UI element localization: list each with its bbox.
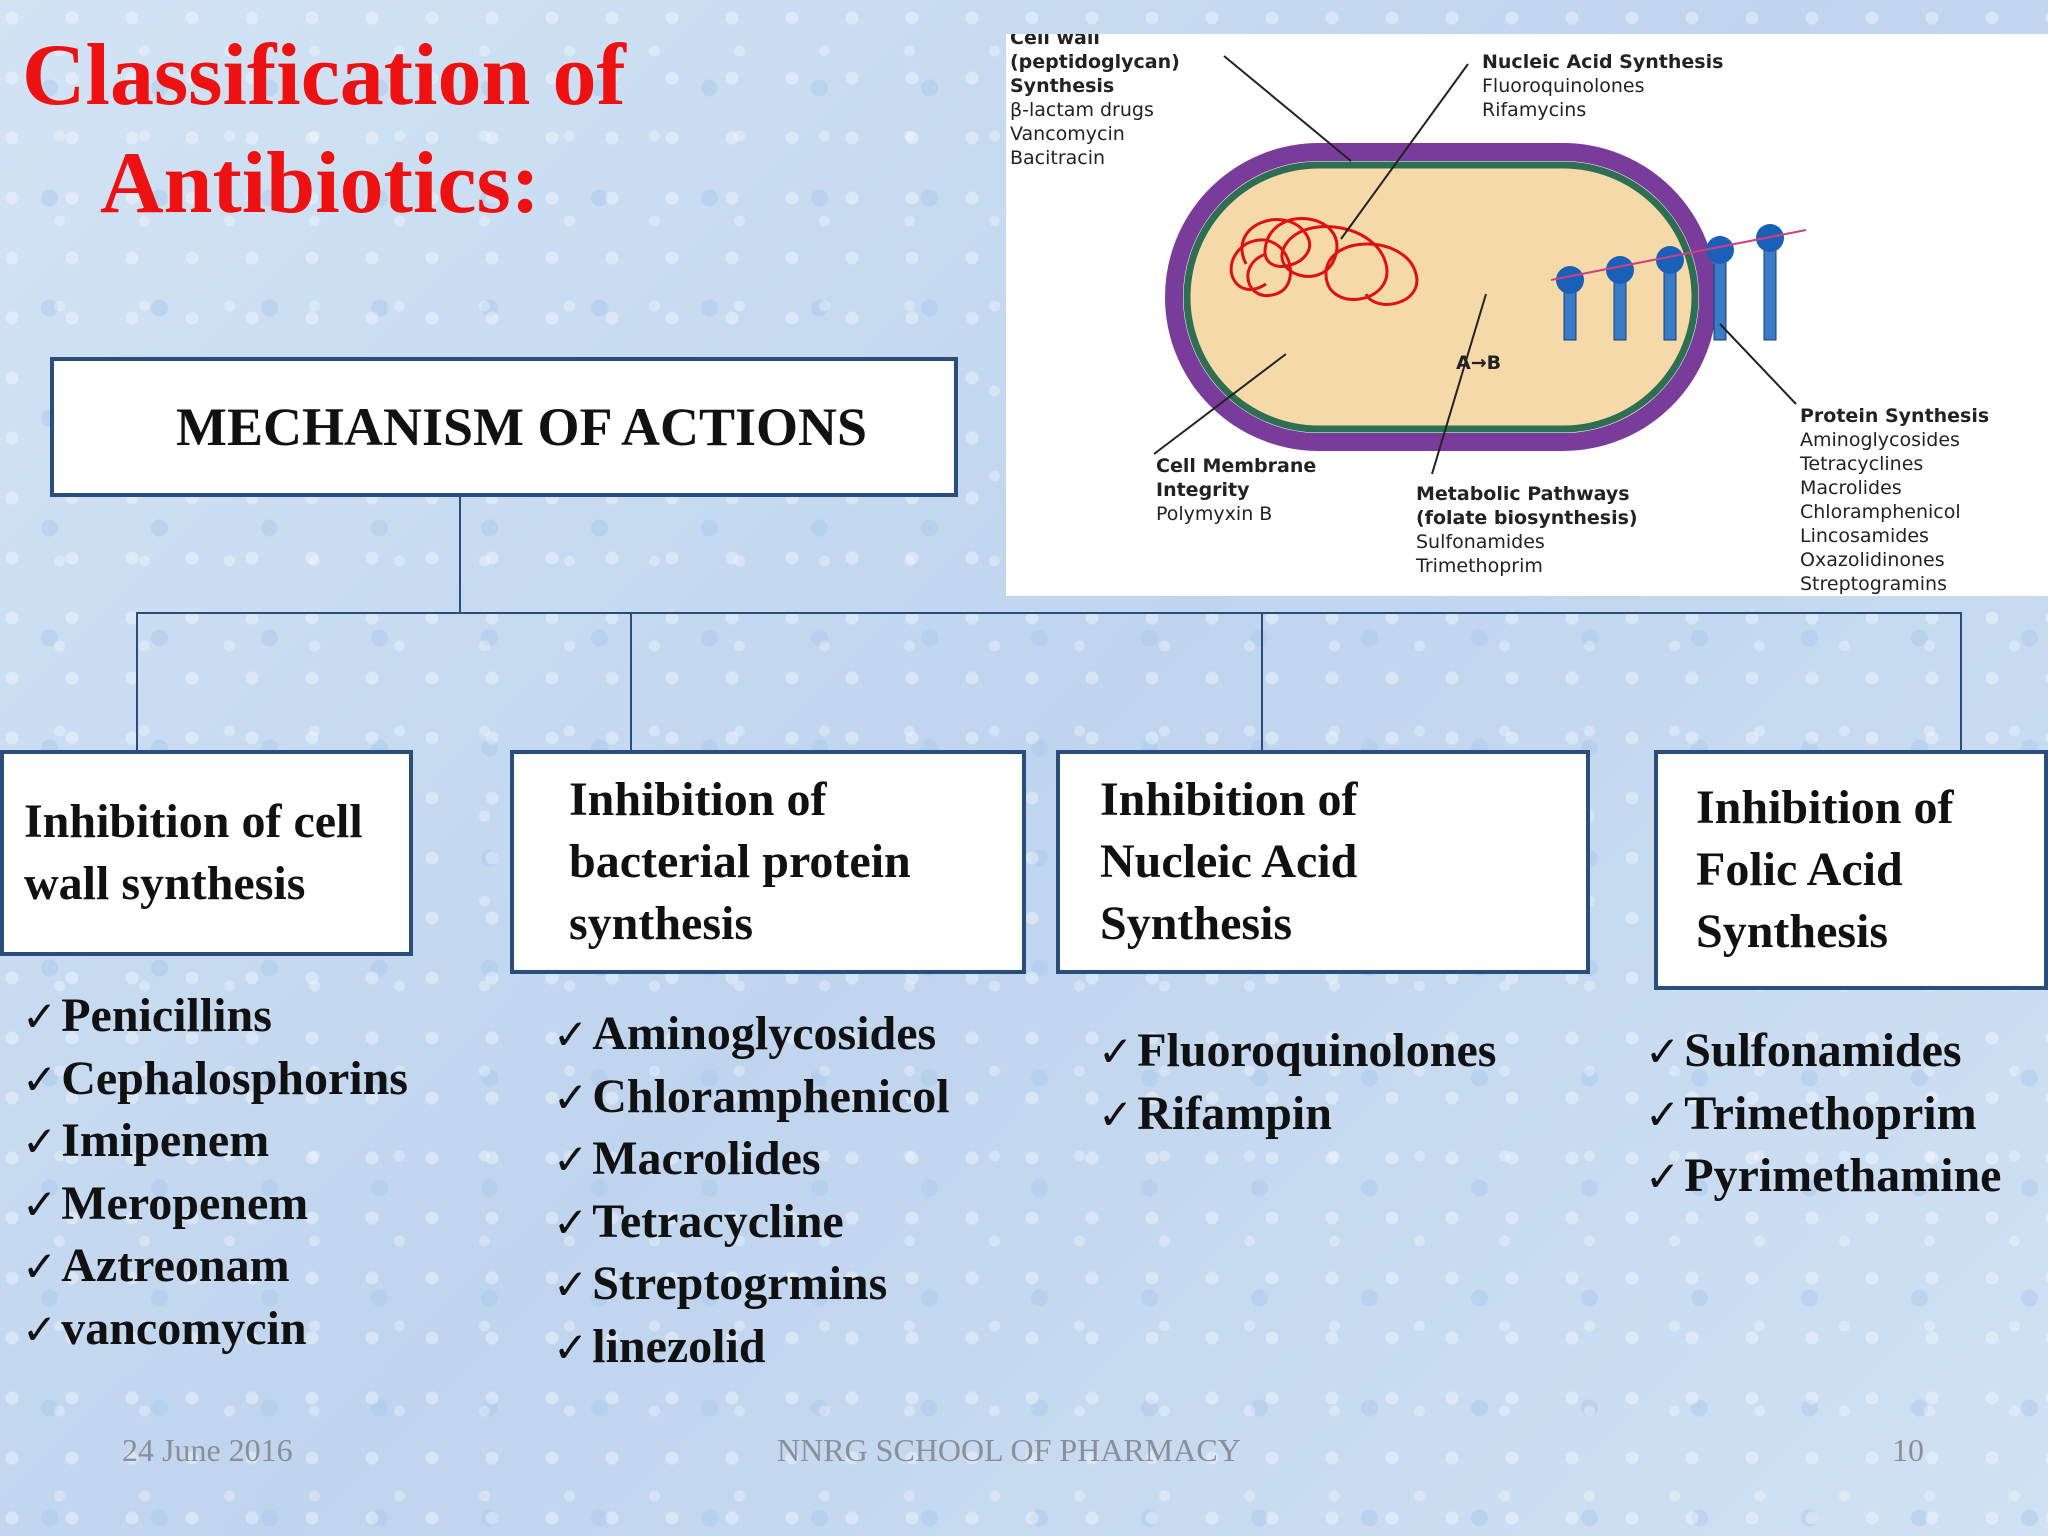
svg-text:β-lactam drugs: β-lactam drugs <box>1010 99 1154 121</box>
ribosome-chains <box>1550 224 1807 341</box>
list-item: Chloramphenicol <box>553 1066 949 1129</box>
slide-title: Classification of Antibiotics: <box>22 22 722 238</box>
list-item: Macrolides <box>553 1128 950 1191</box>
list-item: Trimethoprim <box>1645 1083 2001 1146</box>
dna-coil <box>1229 217 1419 306</box>
list-item: Cephalosphorins <box>22 1048 408 1111</box>
footer-school: NNRG SCHOOL OF PHARMACY <box>777 1432 1241 1468</box>
title-line-2: Antibiotics: <box>100 135 540 232</box>
list-item: Meropenem <box>22 1173 408 1236</box>
svg-text:Macrolides: Macrolides <box>1800 477 1902 499</box>
list-item: Imipenem <box>22 1110 408 1173</box>
drug-list-folic-acid: Sulfonamides Trimethoprim Pyrimethamine <box>1645 1020 2001 1208</box>
label-nucleic: Nucleic Acid Synthesis Fluoroquinolones … <box>1482 51 1723 121</box>
svg-text:Rifamycins: Rifamycins <box>1482 99 1586 121</box>
leader-lines <box>1153 55 1797 475</box>
category-label: Inhibition of Nucleic Acid Synthesis <box>1100 773 1358 950</box>
category-nucleic-acid: Inhibition of Nucleic Acid Synthesis <box>1056 750 1590 974</box>
svg-text:Integrity: Integrity <box>1156 479 1250 501</box>
category-cell-wall: Inhibition of cell wall synthesis <box>0 750 413 956</box>
category-folic-acid: Inhibition of Folic Acid Synthesis <box>1654 750 2048 990</box>
root-label: MECHANISM OF ACTIONS <box>176 397 868 457</box>
svg-text:Nucleic Acid Synthesis: Nucleic Acid Synthesis <box>1482 51 1723 73</box>
list-item: Streptogrmins <box>553 1253 950 1316</box>
connector-branch-1 <box>136 612 138 750</box>
svg-text:Cell Membrane: Cell Membrane <box>1156 455 1316 477</box>
bacterial-cell-diagram: A→B Cell wall (peptidoglycan) Synthesis … <box>1006 34 2048 596</box>
svg-text:Synthesis: Synthesis <box>1010 75 1114 97</box>
svg-text:Tetracyclines: Tetracyclines <box>1799 453 1923 475</box>
list-item: Tetracycline <box>553 1191 950 1254</box>
drug-list-cell-wall: Penicillins Cephalosphorins Imipenem Mer… <box>22 985 408 1360</box>
category-label: Inhibition of cell wall synthesis <box>24 795 363 910</box>
connector-branch-3 <box>1261 612 1263 750</box>
svg-text:Oxazolidinones: Oxazolidinones <box>1800 549 1945 571</box>
list-item: Pyrimethamine <box>1645 1145 2001 1208</box>
footer-page-number: 10 <box>1892 1432 1924 1468</box>
svg-text:(folate biosynthesis): (folate biosynthesis) <box>1416 507 1638 529</box>
reaction-label: A→B <box>1456 352 1501 374</box>
label-protein: Protein Synthesis Aminoglycosides Tetrac… <box>1799 405 1989 595</box>
label-metabolic: Metabolic Pathways (folate biosynthesis)… <box>1415 483 1638 577</box>
connector-horizontal <box>136 612 1962 614</box>
svg-text:Metabolic Pathways: Metabolic Pathways <box>1416 483 1630 505</box>
drug-list-protein: Aminoglycosides Chloramphenicol Macrolid… <box>553 1003 950 1379</box>
drug-list-nucleic-acid: Fluoroquinolones Rifampin <box>1098 1020 1496 1145</box>
list-item: Penicillins <box>22 985 408 1048</box>
category-protein: Inhibition of bacterial protein synthesi… <box>510 750 1026 974</box>
category-label: Inhibition of bacterial protein synthesi… <box>569 773 911 950</box>
svg-text:Trimethoprim: Trimethoprim <box>1415 555 1543 577</box>
title-line-1: Classification of <box>22 27 626 124</box>
connector-root-down <box>459 497 461 613</box>
connector-branch-2 <box>630 612 632 750</box>
svg-text:Vancomycin: Vancomycin <box>1010 123 1125 145</box>
cell-membrane <box>1183 161 1699 433</box>
svg-text:Aminoglycosides: Aminoglycosides <box>1800 429 1960 451</box>
footer-date: 24 June 2016 <box>122 1432 293 1468</box>
list-item: Sulfonamides <box>1645 1020 2001 1083</box>
svg-text:Polymyxin B: Polymyxin B <box>1156 503 1272 525</box>
svg-text:Chloramphenicol: Chloramphenicol <box>1800 501 1961 523</box>
list-item: linezolid <box>553 1316 950 1379</box>
svg-text:Cell wall: Cell wall <box>1010 34 1100 49</box>
svg-text:Protein Synthesis: Protein Synthesis <box>1800 405 1989 427</box>
list-item: Aminoglycosides <box>553 1003 950 1066</box>
svg-text:Streptogramins: Streptogramins <box>1800 573 1947 595</box>
list-item: Aztreonam <box>22 1235 408 1298</box>
svg-text:(peptidoglycan): (peptidoglycan) <box>1010 51 1180 73</box>
svg-text:Bacitracin: Bacitracin <box>1010 147 1105 169</box>
list-item: Rifampin <box>1098 1083 1496 1146</box>
list-item: Fluoroquinolones <box>1098 1020 1496 1083</box>
category-label: Inhibition of Folic Acid Synthesis <box>1696 781 1954 958</box>
label-membrane: Cell Membrane Integrity Polymyxin B <box>1156 455 1316 525</box>
connector-branch-4 <box>1960 612 1962 750</box>
root-box: MECHANISM OF ACTIONS <box>50 357 958 497</box>
svg-text:Fluoroquinolones: Fluoroquinolones <box>1482 75 1644 97</box>
label-cell-wall: Cell wall (peptidoglycan) Synthesis β-la… <box>1010 34 1180 169</box>
svg-text:Sulfonamides: Sulfonamides <box>1416 531 1545 553</box>
svg-text:Lincosamides: Lincosamides <box>1800 525 1929 547</box>
list-item: vancomycin <box>22 1298 408 1361</box>
